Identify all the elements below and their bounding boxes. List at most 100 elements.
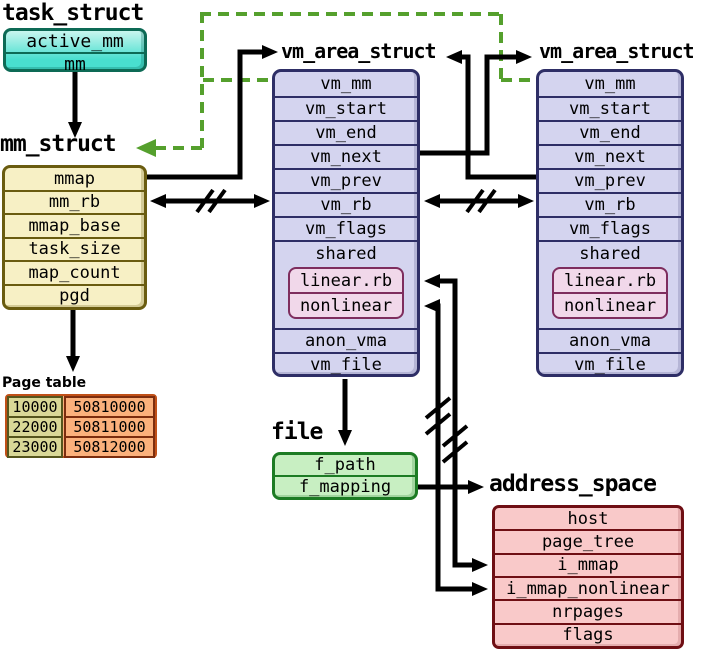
field-vm-mm: vm_mm (584, 74, 636, 94)
field-mmap-base: mmap_base (5, 213, 144, 237)
arrowhead-icon (150, 194, 166, 208)
field-mmap: mmap (54, 168, 95, 189)
field-pgd: pgd (5, 283, 144, 308)
field-vm-start: vm_start (275, 96, 417, 120)
file-title: file (271, 419, 323, 445)
shared-section: shared linear.rb nonlinear (539, 240, 681, 328)
field-mm-rb: mm_rb (5, 189, 144, 214)
break-mark (207, 188, 227, 214)
shared-section: shared linear.rb nonlinear (275, 240, 417, 328)
arrow-task-to-mm (68, 72, 82, 138)
break-mark (441, 424, 469, 448)
break-mark (195, 188, 215, 214)
arrow-vmprev-to-vma1 (446, 50, 536, 180)
field-linear-rb: linear.rb (563, 270, 657, 291)
arrowhead-icon (254, 194, 270, 208)
arrowhead-icon (262, 45, 278, 59)
arrowhead-icon (66, 356, 80, 372)
arrow-vmnext-to-vma2 (420, 50, 532, 156)
field-mm: mm (6, 52, 144, 75)
field-linear-rb: linear.rb (299, 270, 393, 291)
arrow-mmap-to-vma1 (146, 45, 278, 180)
vma1-box: vm_mm vm_start vm_end vm_next vm_prev vm… (272, 69, 420, 377)
virtual-address: 23000 (7, 436, 63, 458)
arrowhead-icon (446, 50, 462, 64)
virtual-address: 10000 (7, 396, 63, 418)
page-table-row: 22000 50811000 (7, 416, 155, 438)
address-space-title: address_space (489, 471, 657, 497)
field-flags: flags (495, 622, 681, 646)
break-mark (477, 188, 497, 214)
arrow-nonlinear-immapnonlinear (424, 299, 488, 596)
arrow-vmfile-to-file (338, 379, 352, 446)
field-f-mapping: f_mapping (275, 475, 415, 497)
shared-inner-box: linear.rb nonlinear (288, 267, 404, 319)
address-space-box: host page_tree i_mmap i_mmap_nonlinear n… (492, 505, 684, 649)
field-vm-mm: vm_mm (320, 74, 372, 94)
field-shared: shared (315, 244, 377, 264)
arrow-mmrb-vmrb-1 (150, 188, 270, 214)
field-vm-file: vm_file (539, 352, 681, 376)
arrow-fmapping-to-addrspace (418, 480, 484, 494)
field-vm-flags: vm_flags (275, 216, 417, 240)
file-box: f_path f_mapping (272, 452, 418, 500)
field-nonlinear: nonlinear (554, 292, 666, 317)
field-vm-prev: vm_prev (275, 168, 417, 192)
arrowhead-icon (424, 299, 440, 313)
field-nonlinear: nonlinear (290, 292, 402, 317)
field-shared: shared (579, 244, 641, 264)
shared-inner-box: linear.rb nonlinear (552, 267, 668, 319)
virtual-address: 22000 (7, 416, 63, 438)
field-vm-prev: vm_prev (539, 168, 681, 192)
field-active-mm: active_mm (26, 31, 124, 52)
field-vm-file: vm_file (275, 352, 417, 376)
physical-address: 50811000 (64, 416, 155, 438)
field-f-path: f_path (314, 455, 376, 475)
field-vm-rb: vm_rb (539, 192, 681, 216)
arrowhead-icon (468, 480, 484, 494)
field-vm-start: vm_start (539, 96, 681, 120)
field-vm-next: vm_next (275, 144, 417, 168)
vma1-title: vm_area_struct (281, 39, 437, 63)
break-mark (441, 440, 469, 464)
break-mark (424, 412, 452, 436)
arrow-pgd-to-pagetable (66, 310, 80, 372)
field-i-mmap-nonlinear: i_mmap_nonlinear (495, 575, 681, 599)
vma2-box: vm_mm vm_start vm_end vm_next vm_prev vm… (536, 69, 684, 377)
arrowhead-icon (338, 430, 352, 446)
field-map-count: map_count (5, 260, 144, 284)
arrowhead-icon (472, 582, 488, 596)
field-vm-end: vm_end (539, 120, 681, 144)
vma2-title: vm_area_struct (539, 39, 695, 63)
field-host: host (567, 508, 609, 529)
arrowhead-icon (68, 122, 82, 138)
break-mark (424, 396, 452, 420)
field-nrpages: nrpages (495, 599, 681, 622)
arrowhead-icon (424, 274, 440, 288)
field-anon-vma: anon_vma (275, 328, 417, 352)
green-arrowhead-icon (136, 139, 156, 157)
task-struct-box: active_mm mm (3, 28, 147, 75)
break-mark (465, 188, 485, 214)
page-table-row: 10000 50810000 (7, 396, 155, 418)
page-table: 10000 50810000 22000 50811000 23000 5081… (5, 394, 157, 458)
field-vm-end: vm_end (275, 120, 417, 144)
field-i-mmap: i_mmap (495, 552, 681, 576)
mm-struct-box: mmap mm_rb mmap_base task_size map_count… (2, 165, 147, 310)
field-task-size: task_size (5, 236, 144, 261)
arrowhead-icon (424, 194, 440, 208)
mm-struct-title: mm_struct (0, 131, 117, 157)
field-anon-vma: anon_vma (539, 328, 681, 352)
arrowhead-icon (516, 50, 532, 64)
arrow-vmrb-vmrb-2 (424, 188, 534, 214)
field-page-tree: page_tree (495, 529, 681, 552)
arrowhead-icon (518, 194, 534, 208)
page-table-title: Page table (2, 375, 87, 391)
page-table-row: 23000 50812000 (7, 436, 155, 458)
field-vm-next: vm_next (539, 144, 681, 168)
arrow-linearrb-immap (424, 274, 488, 572)
physical-address: 50810000 (64, 396, 155, 418)
task-struct-title: task_struct (2, 0, 144, 26)
